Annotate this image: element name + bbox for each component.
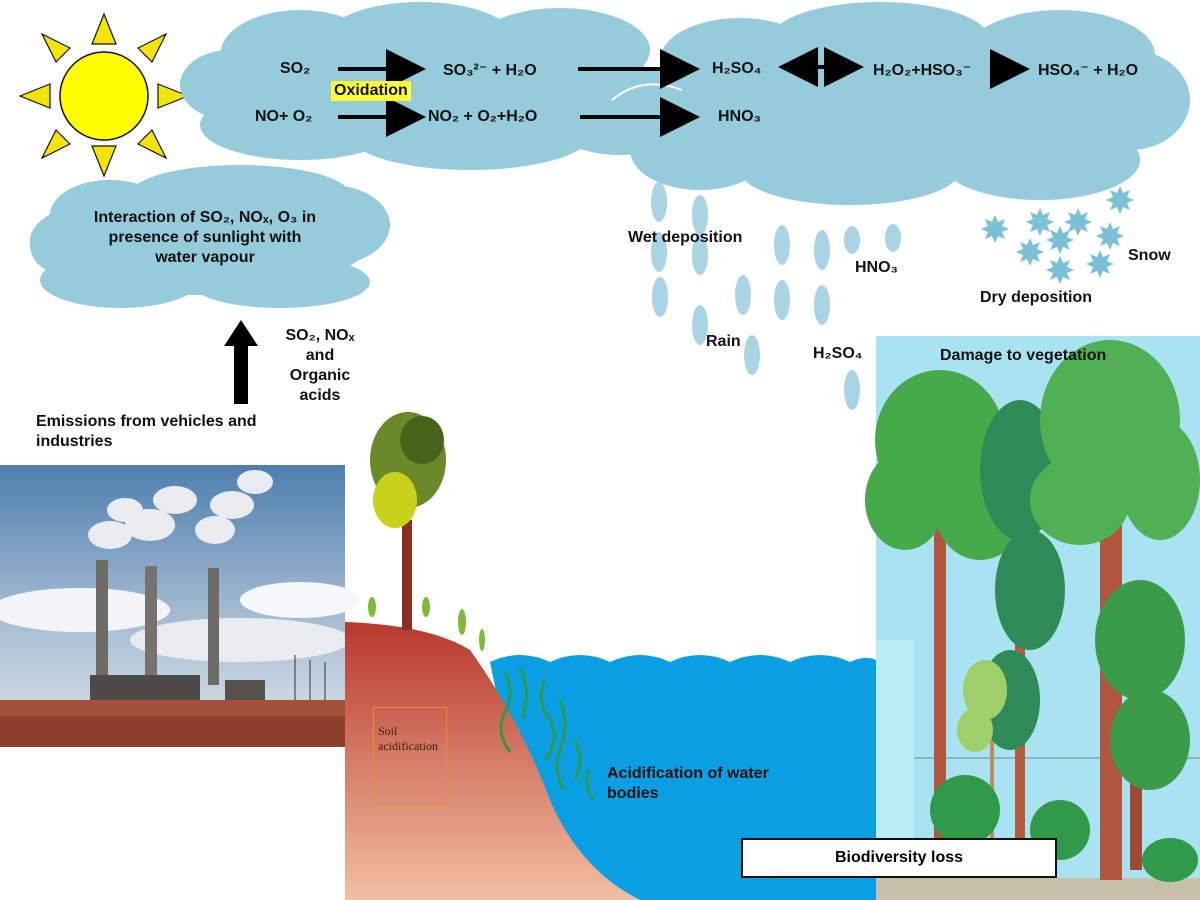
wet-deposition-label: Wet deposition xyxy=(628,229,743,246)
emissions-label: Emissions from vehicles and industries xyxy=(36,413,257,450)
seedlings xyxy=(368,597,485,651)
power-plant-photo xyxy=(0,465,360,747)
biodiversity-loss-box: Biodiversity loss xyxy=(741,838,1057,878)
emission-gases-label: SO₂, NOₓ and Organic acids xyxy=(285,327,355,404)
hno3-rain-label: HNO₃ xyxy=(855,259,898,276)
eq-no-o2: NO+ O₂ xyxy=(255,108,313,125)
eq-hno3: HNO₃ xyxy=(718,108,761,125)
soil-acidification-label: Soil acidification xyxy=(378,724,438,753)
vegetation-damage-label: Damage to vegetation xyxy=(940,347,1107,364)
eq-so2: SO₂ xyxy=(280,60,311,77)
interaction-cloud xyxy=(30,165,390,308)
soil-acidification-box xyxy=(373,707,447,805)
eq-h2o2-hso3: H₂O₂+HSO₃⁻ xyxy=(873,62,972,79)
emission-arrow-icon xyxy=(224,320,258,404)
h2so4-rain-label: H₂SO₄ xyxy=(813,345,863,362)
reaction-arrows xyxy=(338,47,1030,137)
snow-label: Snow xyxy=(1128,247,1171,264)
dry-deposition-label: Dry deposition xyxy=(980,289,1093,306)
rain-drops xyxy=(651,182,902,422)
water-acidification-label: Acidification of water bodies xyxy=(607,765,769,802)
interaction-text: Interaction of SO₂, NOₓ, O₃ in presence … xyxy=(93,209,317,266)
rain-label: Rain xyxy=(706,333,741,350)
reaction-cloud-left xyxy=(180,2,690,170)
water-plants xyxy=(499,667,596,801)
eq-h2so4: H₂SO₄ xyxy=(712,60,762,77)
sun-icon xyxy=(18,12,190,178)
eq-hso4-h2o: HSO₄⁻ + H₂O xyxy=(1038,62,1139,79)
forest-panel xyxy=(865,336,1200,900)
reaction-cloud-right xyxy=(630,2,1190,205)
eq-so3-h2o: SO₃²⁻ + H₂O xyxy=(443,62,537,79)
tree-icon xyxy=(370,412,446,630)
soil-slope xyxy=(345,622,640,900)
eq-no2-o2-h2o: NO₂ + O₂+H₂O xyxy=(428,108,538,125)
oxidation-label: Oxidation xyxy=(331,81,411,101)
snowflakes-icon xyxy=(981,186,1134,284)
